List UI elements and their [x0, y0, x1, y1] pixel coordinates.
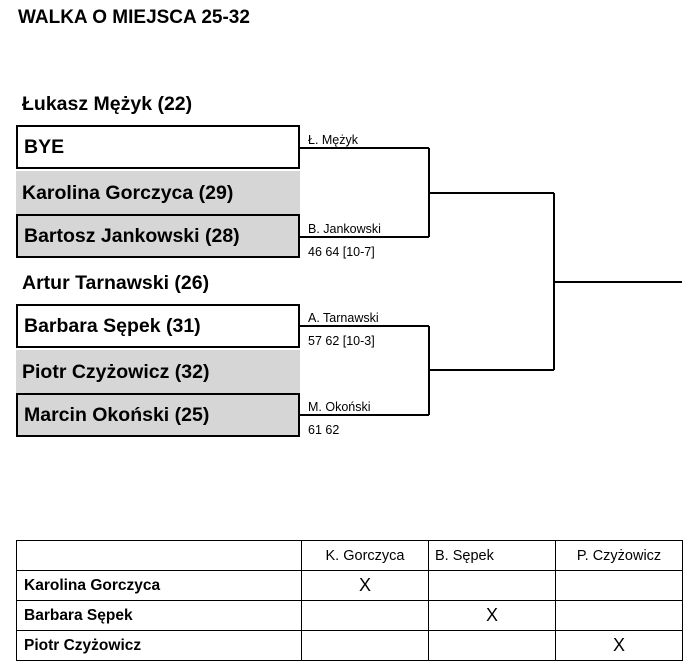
group-table-cell	[428, 630, 556, 661]
match-1-winner: Ł. Mężyk	[308, 133, 359, 147]
table-row: Karolina Gorczyca X	[16, 570, 683, 601]
bracket-player-slot-1: Łukasz Mężyk (22)	[22, 92, 193, 115]
match-2-winner: B. Jankowski	[308, 222, 381, 236]
group-table-cell	[555, 570, 683, 601]
group-table-row-name: Piotr Czyżowicz	[16, 630, 302, 661]
group-table-cell: X	[301, 570, 429, 601]
group-table-cell: X	[428, 600, 556, 631]
table-row: Barbara Sępek X	[16, 600, 683, 631]
match-4-score: 61 62	[308, 423, 340, 437]
match-2-score: 46 64 [10-7]	[308, 245, 375, 259]
group-table-cell	[555, 600, 683, 631]
group-table-corner-cell	[16, 540, 302, 571]
group-table-row-name: Barbara Sępek	[16, 600, 302, 631]
table-row: Piotr Czyżowicz X	[16, 630, 683, 661]
bracket-player-slot-5: Artur Tarnawski (26)	[22, 271, 210, 294]
match-3-score: 57 62 [10-3]	[308, 334, 375, 348]
group-table-column-header: B. Sępek	[428, 540, 556, 571]
bracket-player-slot-4: Bartosz Jankowski (28)	[16, 214, 300, 258]
bracket-player-slot-3: Karolina Gorczyca (29)	[16, 171, 300, 215]
group-table-cell	[301, 600, 429, 631]
group-table-column-header: P. Czyżowicz	[555, 540, 683, 571]
match-4-winner: M. Okoński	[308, 400, 371, 414]
group-table-header-row: K. Gorczyca B. Sępek P. Czyżowicz	[16, 540, 683, 571]
match-3-winner: A. Tarnawski	[308, 311, 379, 325]
group-table: K. Gorczyca B. Sępek P. Czyżowicz Karoli…	[16, 540, 683, 661]
bracket-lines	[300, 147, 682, 416]
page-title: WALKA O MIEJSCA 25-32	[18, 7, 250, 28]
group-table-cell	[428, 570, 556, 601]
bracket-player-slot-2: BYE	[16, 125, 300, 169]
bracket-player-slot-6: Barbara Sępek (31)	[16, 304, 300, 348]
bracket-player-slot-8: Marcin Okoński (25)	[16, 393, 300, 437]
group-table-cell	[301, 630, 429, 661]
group-table-cell: X	[555, 630, 683, 661]
group-table-row-name: Karolina Gorczyca	[16, 570, 302, 601]
bracket-player-slot-7: Piotr Czyżowicz (32)	[16, 350, 300, 394]
group-table-column-header: K. Gorczyca	[301, 540, 429, 571]
